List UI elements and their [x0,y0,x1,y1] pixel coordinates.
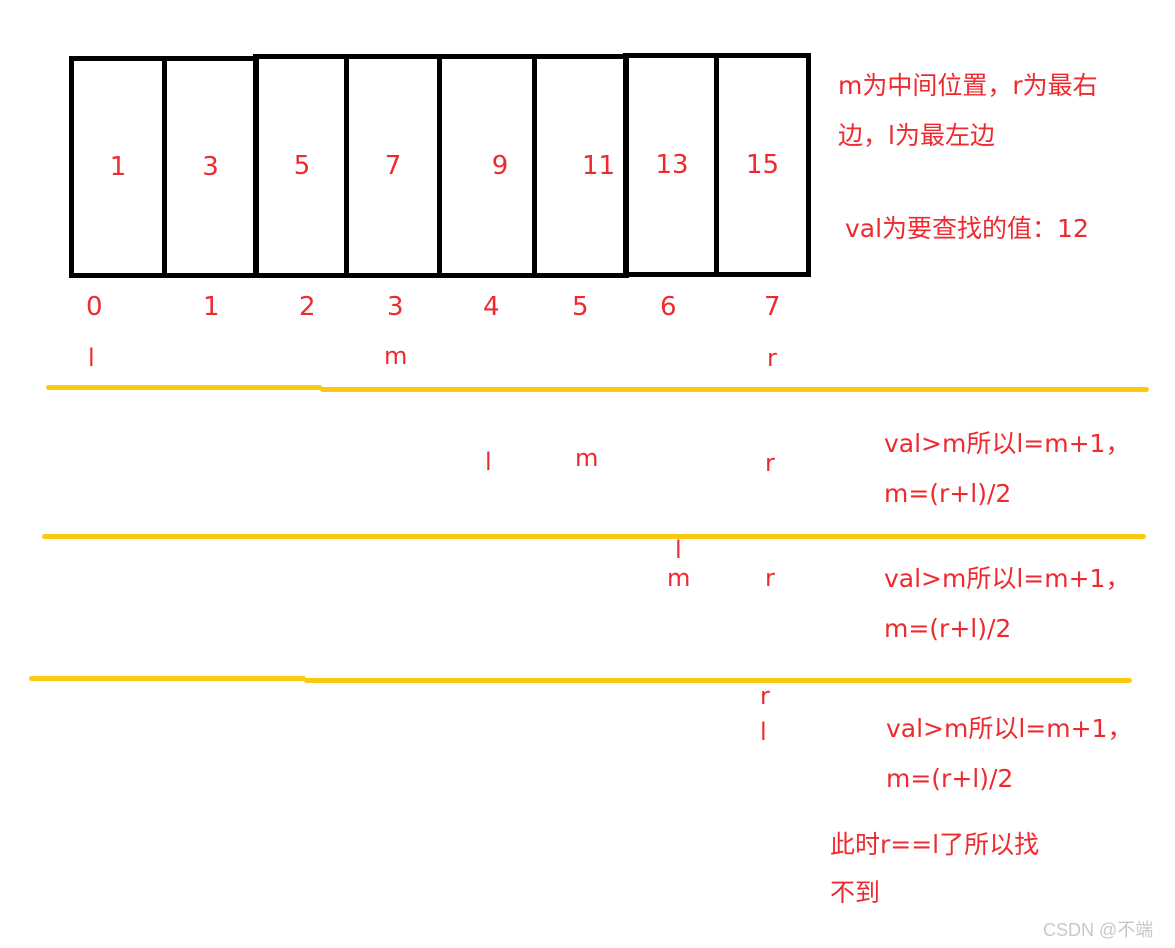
legend-line-2: 边，l为最左边 [838,121,995,150]
array-cell-5: 11 [532,54,629,278]
cell-value: 9 [491,151,509,181]
pointer-r: r [765,449,775,477]
step-note-line-1: val>m所以l=m+1， [884,564,1131,593]
array-cell-7: 15 [714,53,811,277]
index-label: 5 [572,292,589,322]
pointer-r: r [765,564,775,592]
array-cell-0: 1 [69,56,167,278]
step-note-line-1: val>m所以l=m+1， [884,429,1131,458]
legend-line-1: m为中间位置，r为最右 [838,71,1098,100]
array-cell-2: 5 [253,54,350,278]
pointer-l: l [88,344,95,372]
array-cell-6: 13 [623,53,720,277]
pointer-m: m [384,342,408,370]
cell-value: 11 [581,151,616,181]
step-note-line-1: val>m所以l=m+1， [886,714,1133,743]
index-label: 3 [387,292,404,322]
pointer-r: r [767,344,777,372]
pointer-l: l [485,448,492,476]
pointer-m: m [667,564,691,592]
cell-value: 1 [109,152,127,182]
step-note-line-2: m=(r+l)/2 [884,479,1012,508]
pointer-l: l [675,536,682,564]
step-note-line-2: m=(r+l)/2 [886,764,1014,793]
pointer-l: l [760,718,767,746]
divider-line-3 [29,676,306,681]
divider-line-1b [320,387,1149,392]
pointer-m: m [575,444,599,472]
index-label: 6 [660,292,677,322]
index-label: 1 [203,292,220,322]
conclusion-line-2: 不到 [830,878,881,907]
index-label: 0 [86,292,103,322]
divider-line-3b [304,678,1132,683]
array-cell-4: 9 [437,54,537,278]
cell-value: 15 [745,150,780,180]
cell-value: 7 [384,151,402,181]
array-cell-1: 3 [162,56,259,278]
conclusion-line-1: 此时r==l了所以找 [830,830,1040,859]
index-label: 2 [299,292,316,322]
index-label: 7 [764,292,781,322]
cell-value: 5 [293,151,311,181]
divider-line-1 [46,385,322,390]
array-cell-3: 7 [344,54,442,278]
index-label: 4 [483,292,500,322]
pointer-r: r [760,682,770,710]
watermark: CSDN @不端 [1043,920,1154,940]
divider-line-2 [42,534,1146,539]
cell-value: 13 [655,150,689,180]
search-value-label: val为要查找的值：12 [845,214,1089,243]
step-note-line-2: m=(r+l)/2 [884,614,1012,643]
cell-value: 3 [202,152,219,182]
